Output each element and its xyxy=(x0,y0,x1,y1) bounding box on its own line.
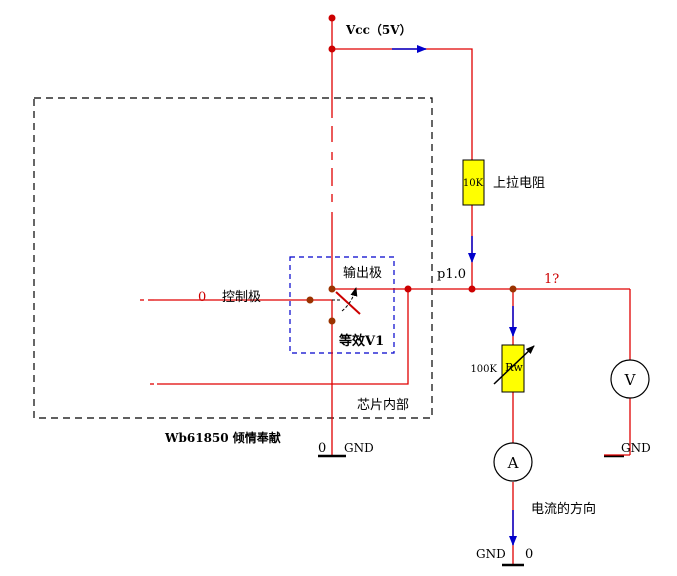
output-pole-label: 输出极 xyxy=(343,265,382,281)
rw-junction-node xyxy=(509,285,517,293)
current-direction-label: 电流的方向 xyxy=(531,501,596,517)
voltmeter-label: V xyxy=(624,371,637,389)
vcc-wire xyxy=(332,48,473,290)
port-label: p1.0 xyxy=(437,267,466,282)
gnd-value-ammeter: 0 xyxy=(525,547,533,562)
equivalent-v1-label: 等效V1 xyxy=(338,333,384,349)
port-value-label: 1? xyxy=(544,272,559,287)
switch-emitter-node xyxy=(328,317,336,325)
variable-resistor xyxy=(501,344,525,393)
pullup-resistor-value: 10K xyxy=(463,178,484,189)
pullup-resistor xyxy=(462,159,485,206)
port-node xyxy=(468,285,476,293)
switch-base-node xyxy=(306,296,314,304)
switch-element xyxy=(332,287,361,315)
ammeter-label: A xyxy=(507,454,519,472)
vcc-terminal-node xyxy=(328,14,336,22)
chip-inside-label: 芯片内部 xyxy=(357,397,409,413)
variable-resistor-arrow xyxy=(493,345,535,385)
variable-resistor-name: Rw xyxy=(505,361,523,374)
variable-resistor-value: 100K xyxy=(470,364,497,375)
output-wire xyxy=(154,288,631,455)
gnd-label-ammeter: GND xyxy=(476,547,506,561)
vcc-label: Vcc（5V） xyxy=(345,22,412,37)
equivalent-switch-box xyxy=(289,256,395,354)
output-junction-node xyxy=(404,285,412,293)
left-dashed-ends xyxy=(140,299,154,385)
ammeter xyxy=(493,442,533,482)
gnd-label-internal: GND xyxy=(344,441,374,455)
gnd-value-internal: 0 xyxy=(318,441,326,456)
switch-collector-node xyxy=(328,285,336,293)
vcc-junction-node xyxy=(328,45,336,53)
switch-nodes xyxy=(306,285,517,325)
voltmeter xyxy=(610,359,650,399)
junction-nodes xyxy=(328,14,476,293)
gnd-label-voltmeter: GND xyxy=(621,441,651,455)
chip-boundary xyxy=(33,97,433,419)
pullup-resistor-label: 上拉电阻 xyxy=(493,176,545,191)
author-label: Wb61850 倾情奉献 xyxy=(164,430,281,445)
control-pole-label: 控制极 xyxy=(222,290,261,305)
control-value-label: 0 xyxy=(198,290,206,305)
